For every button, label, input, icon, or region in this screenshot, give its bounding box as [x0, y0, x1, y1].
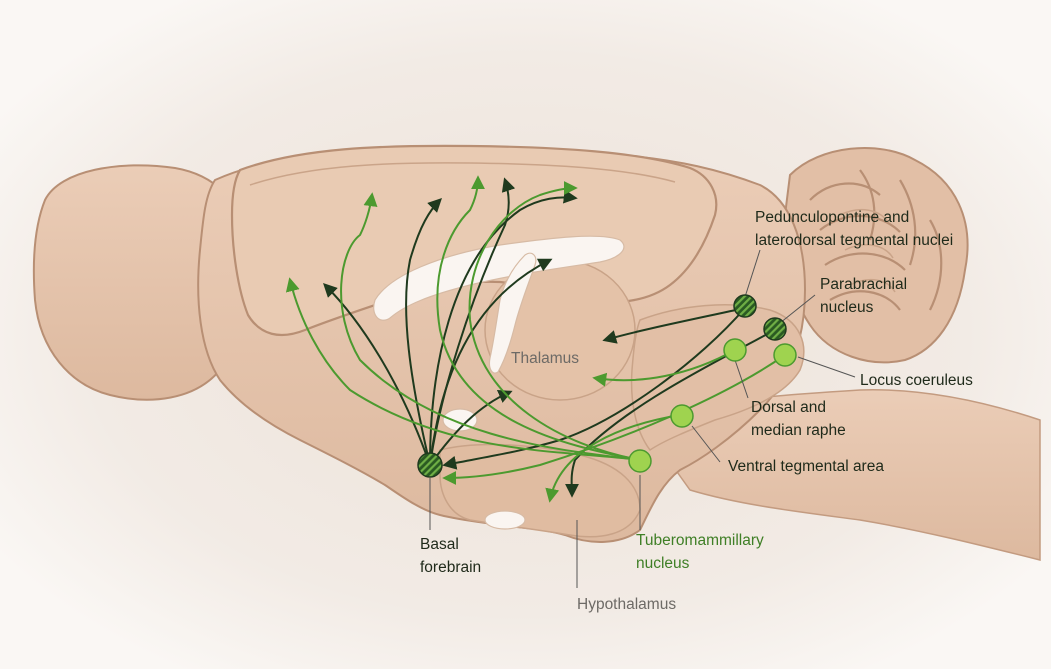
optic-chiasm: [485, 511, 525, 529]
label-raphe-line1: Dorsal and: [751, 399, 826, 416]
label-pedunculopontine-line1: Pedunculopontine and: [755, 209, 909, 226]
label-locus-coeruleus: Locus coeruleus: [860, 372, 973, 389]
locus-coeruleus-nucleus: [774, 344, 796, 366]
label-basal-forebrain-line1: Basal: [420, 536, 459, 553]
label-pedunculopontine-line2: laterodorsal tegmental nuclei: [755, 232, 953, 249]
label-raphe-line2: median raphe: [751, 422, 846, 439]
label-tuberomammillary-line2: nucleus: [636, 555, 690, 572]
label-vta: Ventral tegmental area: [728, 458, 884, 475]
pedunculopontine-nucleus: [734, 295, 756, 317]
label-tuberomammillary-line1: Tuberomammillary: [636, 532, 764, 549]
vta-nucleus: [671, 405, 693, 427]
parabrachial-nucleus: [764, 318, 786, 340]
tuberomammillary-nucleus: [629, 450, 651, 472]
label-basal-forebrain-line2: forebrain: [420, 559, 481, 576]
label-thalamus: Thalamus: [511, 350, 579, 367]
basal-forebrain-nucleus: [418, 453, 442, 477]
raphe-nucleus: [724, 339, 746, 361]
label-hypothalamus: Hypothalamus: [577, 596, 676, 613]
label-parabrachial-line2: nucleus: [820, 299, 874, 316]
label-parabrachial-line1: Parabrachial: [820, 276, 907, 293]
